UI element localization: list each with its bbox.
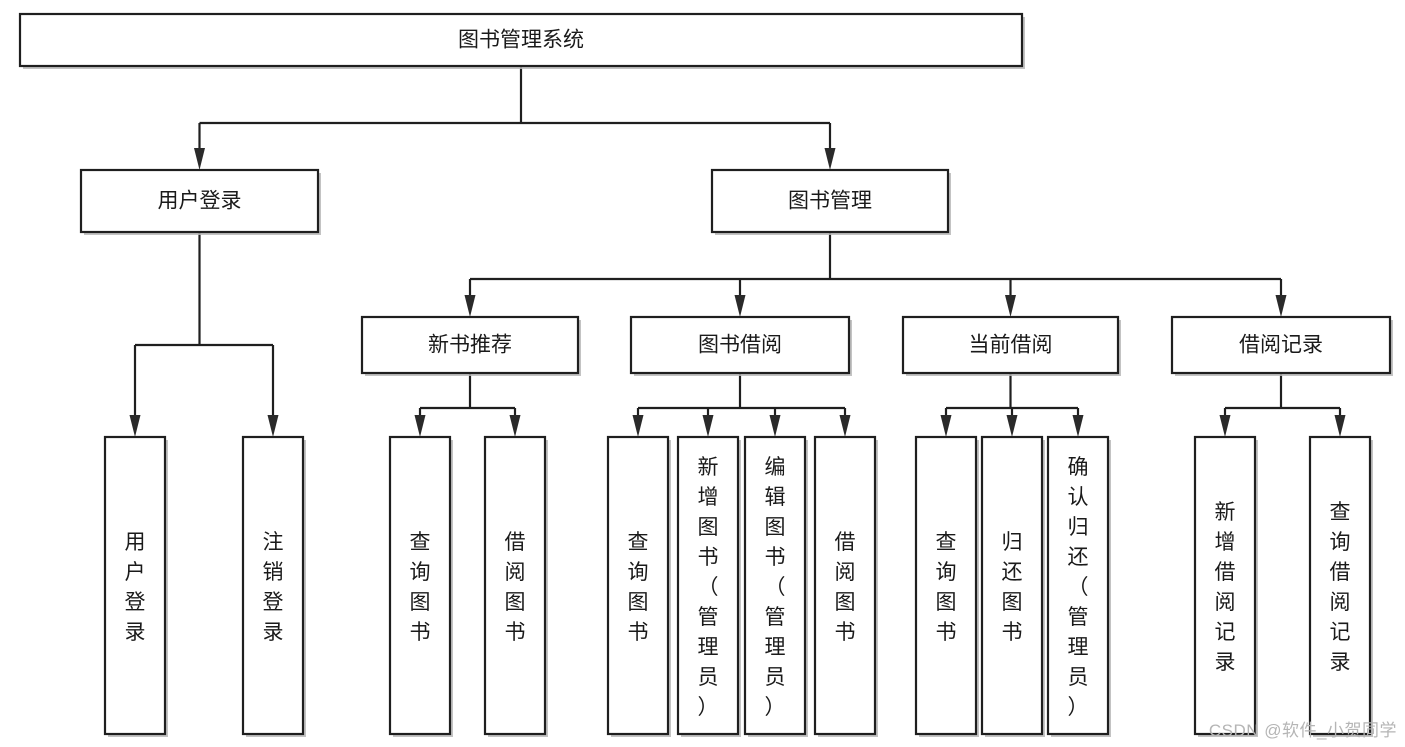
arrow-head-icon [1006, 415, 1018, 437]
node-leaf-rec-query-book[interactable]: 查询图书 [388, 435, 453, 737]
arrow-head-icon [1219, 415, 1231, 437]
connector-group-new-book-rec [414, 373, 521, 437]
node-box [1308, 435, 1372, 736]
node-box [388, 435, 452, 736]
node-label: 查询图书 [628, 531, 649, 644]
node-label: 借阅图书 [835, 531, 856, 644]
node-box [980, 435, 1044, 736]
connector-group-book-manage [464, 232, 1287, 317]
arrow-head-icon [464, 295, 476, 317]
node-label: 借阅图书 [505, 531, 526, 644]
node-box [79, 168, 320, 234]
node-label: 新增图书（管理员） [698, 456, 719, 719]
node-book-borrow[interactable]: 图书借阅 [629, 315, 852, 376]
connector-group-current-borrow [940, 373, 1084, 437]
node-label: 图书管理 [788, 190, 872, 213]
arrow-head-icon [824, 148, 836, 170]
arrow-head-icon [194, 148, 205, 170]
node-label: 图书管理系统 [458, 29, 584, 52]
node-root[interactable]: 图书管理系统 [18, 12, 1025, 69]
arrow-head-icon [267, 415, 279, 437]
arrow-head-icon [1072, 415, 1084, 437]
node-label: 图书借阅 [698, 334, 782, 357]
node-label: 注销登录 [263, 531, 284, 644]
node-box [676, 435, 740, 736]
node-label: 归还图书 [1002, 531, 1023, 644]
node-box [103, 435, 167, 736]
node-box [483, 435, 547, 736]
node-box [18, 12, 1024, 68]
arrow-head-icon [1005, 295, 1016, 317]
node-box [1170, 315, 1392, 375]
node-book-manage[interactable]: 图书管理 [710, 168, 951, 235]
node-box [241, 435, 305, 736]
arrow-head-icon [129, 415, 141, 437]
node-label: 新增借阅记录 [1215, 501, 1236, 674]
node-box [606, 435, 670, 736]
arrow-head-icon [1275, 295, 1287, 317]
node-box [710, 168, 950, 234]
node-label: 查询图书 [936, 531, 957, 644]
node-leaf-rec-query-record[interactable]: 查询借阅记录 [1308, 435, 1373, 737]
node-new-book-rec[interactable]: 新书推荐 [360, 315, 581, 376]
node-box [914, 435, 978, 736]
node-leaf-user-login[interactable]: 用户登录 [103, 435, 168, 737]
node-box [360, 315, 580, 375]
arrow-head-icon [414, 415, 426, 437]
node-label: 用户登录 [125, 531, 146, 644]
node-label: 查询图书 [410, 531, 431, 644]
node-leaf-rec-add-record[interactable]: 新增借阅记录 [1193, 435, 1258, 737]
node-leaf-cur-confirm-return[interactable]: 确认归还（管理员） [1046, 435, 1111, 737]
node-leaf-borrow-edit-book[interactable]: 编辑图书（管理员） [743, 435, 808, 737]
arrow-head-icon [839, 415, 851, 437]
node-box [629, 315, 851, 375]
node-label: 新书推荐 [428, 334, 512, 357]
node-borrow-record[interactable]: 借阅记录 [1170, 315, 1393, 376]
node-label: 借阅记录 [1239, 334, 1323, 357]
arrow-head-icon [1334, 415, 1346, 437]
connector-layer [129, 66, 1346, 437]
node-box [1193, 435, 1257, 736]
node-label: 查询借阅记录 [1330, 501, 1351, 674]
arrow-head-icon [632, 415, 644, 437]
node-leaf-user-logout[interactable]: 注销登录 [241, 435, 306, 737]
node-leaf-rec-borrow-book[interactable]: 借阅图书 [483, 435, 548, 737]
arrow-head-icon [509, 415, 521, 437]
connector-group-book-borrow [632, 373, 851, 437]
node-current-borrow[interactable]: 当前借阅 [901, 315, 1121, 376]
connector-group-root [194, 66, 836, 170]
arrow-head-icon [940, 415, 952, 437]
arrow-head-icon [702, 415, 714, 437]
node-leaf-borrow-add-book[interactable]: 新增图书（管理员） [676, 435, 741, 737]
node-leaf-cur-query-book[interactable]: 查询图书 [914, 435, 979, 737]
node-box [813, 435, 877, 736]
node-user-login[interactable]: 用户登录 [79, 168, 321, 235]
node-layer: 图书管理系统用户登录图书管理新书推荐图书借阅当前借阅借阅记录用户登录注销登录查询… [18, 12, 1393, 737]
node-box [1046, 435, 1110, 736]
node-leaf-cur-return-book[interactable]: 归还图书 [980, 435, 1045, 737]
node-label: 当前借阅 [969, 334, 1053, 357]
node-leaf-borrow-query-book[interactable]: 查询图书 [606, 435, 671, 737]
node-leaf-borrow-borrow-book[interactable]: 借阅图书 [813, 435, 878, 737]
node-label: 编辑图书（管理员） [765, 456, 786, 719]
connector-group-borrow-record [1219, 373, 1346, 437]
arrow-head-icon [769, 415, 781, 437]
arrow-head-icon [734, 295, 746, 317]
node-box [901, 315, 1120, 375]
node-label: 用户登录 [158, 190, 242, 213]
node-box [743, 435, 807, 736]
connector-group-user-login [129, 232, 279, 437]
node-label: 确认归还（管理员） [1068, 456, 1089, 719]
